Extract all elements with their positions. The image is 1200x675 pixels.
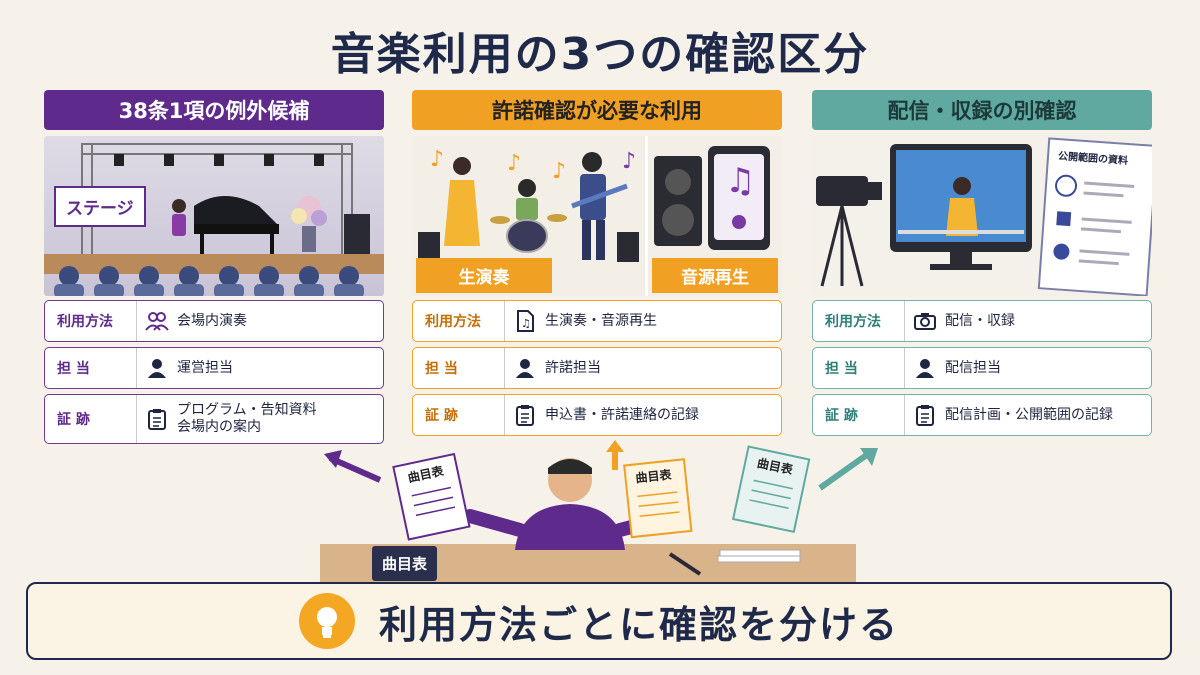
row-value: 配信計画・公開範囲の記録 [945,406,1113,423]
column-heading: 配信・収録の別確認 [812,90,1152,130]
clipboard-icon [905,404,945,426]
person-icon [505,358,545,378]
category-column-streaming: 配信・収録の別確認 公開範囲の資料 利 [812,90,1152,441]
svg-text:♪: ♪ [552,159,566,184]
category-column-exception: 38条1項の例外候補 [44,90,384,449]
row-label: 利用方法 [813,301,905,341]
row-label: 証 跡 [813,395,905,435]
row-label: 証 跡 [413,395,505,435]
row-value: 配信担当 [945,359,1001,376]
row-evidence: 証 跡 プログラム・告知資料 会場内の案内 [44,394,384,444]
svg-text:♪: ♪ [622,149,636,174]
camera-icon [905,312,945,330]
row-value-line1: プログラム・告知資料 [177,402,317,418]
stage-scene-illustration: ステージ [44,136,384,296]
conclusion-text: 利用方法ごとに確認を分ける [378,602,899,647]
page-title: 音楽利用の3つの確認区分 [330,29,870,80]
row-evidence: 証 跡 申込書・許諾連絡の記録 [412,394,782,436]
row-value: 配信・収録 [945,312,1015,329]
person-icon [905,358,945,378]
streaming-scene-illustration: 公開範囲の資料 [812,136,1152,296]
row-value: プログラム・告知資料 会場内の案内 [177,402,383,436]
music-doc-icon: ♫ [505,310,545,332]
row-usage-method: 利用方法 ♫ 生演奏・音源再生 [412,300,782,342]
svg-text:♫: ♫ [725,161,755,201]
row-owner: 担 当 配信担当 [812,347,1152,389]
row-usage-method: 利用方法 会場内演奏 [44,300,384,342]
row-label: 利用方法 [413,301,505,341]
column-heading: 許諾確認が必要な利用 [412,90,782,130]
column-heading: 38条1項の例外候補 [44,90,384,130]
row-owner: 担 当 運営担当 [44,347,384,389]
svg-text:♫: ♫ [521,317,531,330]
row-value: 申込書・許諾連絡の記録 [545,406,699,423]
clipboard-icon [137,408,177,430]
row-usage-method: 利用方法 配信・収録 [812,300,1152,342]
row-evidence: 証 跡 配信計画・公開範囲の記録 [812,394,1152,436]
svg-text:♪: ♪ [507,151,521,176]
stage-tag: ステージ [54,186,146,227]
live-performance-tag: 生演奏 [416,258,552,293]
people-icon [137,311,177,331]
row-label: 利用方法 [45,301,137,341]
lightbulb-icon [298,593,355,649]
desk-nameplate: 曲目表 [372,546,438,581]
row-label: 証 跡 [45,395,137,443]
clipboard-icon [505,404,545,426]
audio-playback-tag: 音源再生 [652,258,778,293]
category-column-license: 許諾確認が必要な利用 ♪ ♪ ♪ ♪ [412,90,782,441]
row-label: 担 当 [813,348,905,388]
arrow-left-icon [328,455,382,483]
row-value: 生演奏・音源再生 [545,312,657,329]
row-label: 担 当 [45,348,137,388]
row-value-line2: 会場内の案内 [177,419,261,435]
row-value: 会場内演奏 [177,312,247,329]
row-value: 許諾担当 [545,359,601,376]
person-icon [137,358,177,378]
central-figure-illustration: 曲目表 曲目表 曲目表 曲目表 [320,440,880,585]
arrow-right-icon [818,451,870,491]
sheet-label: 曲目表 [635,467,673,486]
conclusion-banner: 利用方法ごとに確認を分ける [26,582,1172,660]
live-band-scene-illustration: ♪ ♪ ♪ ♪ ♫ [412,136,782,296]
svg-text:♪: ♪ [430,147,444,172]
row-owner: 担 当 許諾担当 [412,347,782,389]
row-label: 担 当 [413,348,505,388]
row-value: 運営担当 [177,359,233,376]
